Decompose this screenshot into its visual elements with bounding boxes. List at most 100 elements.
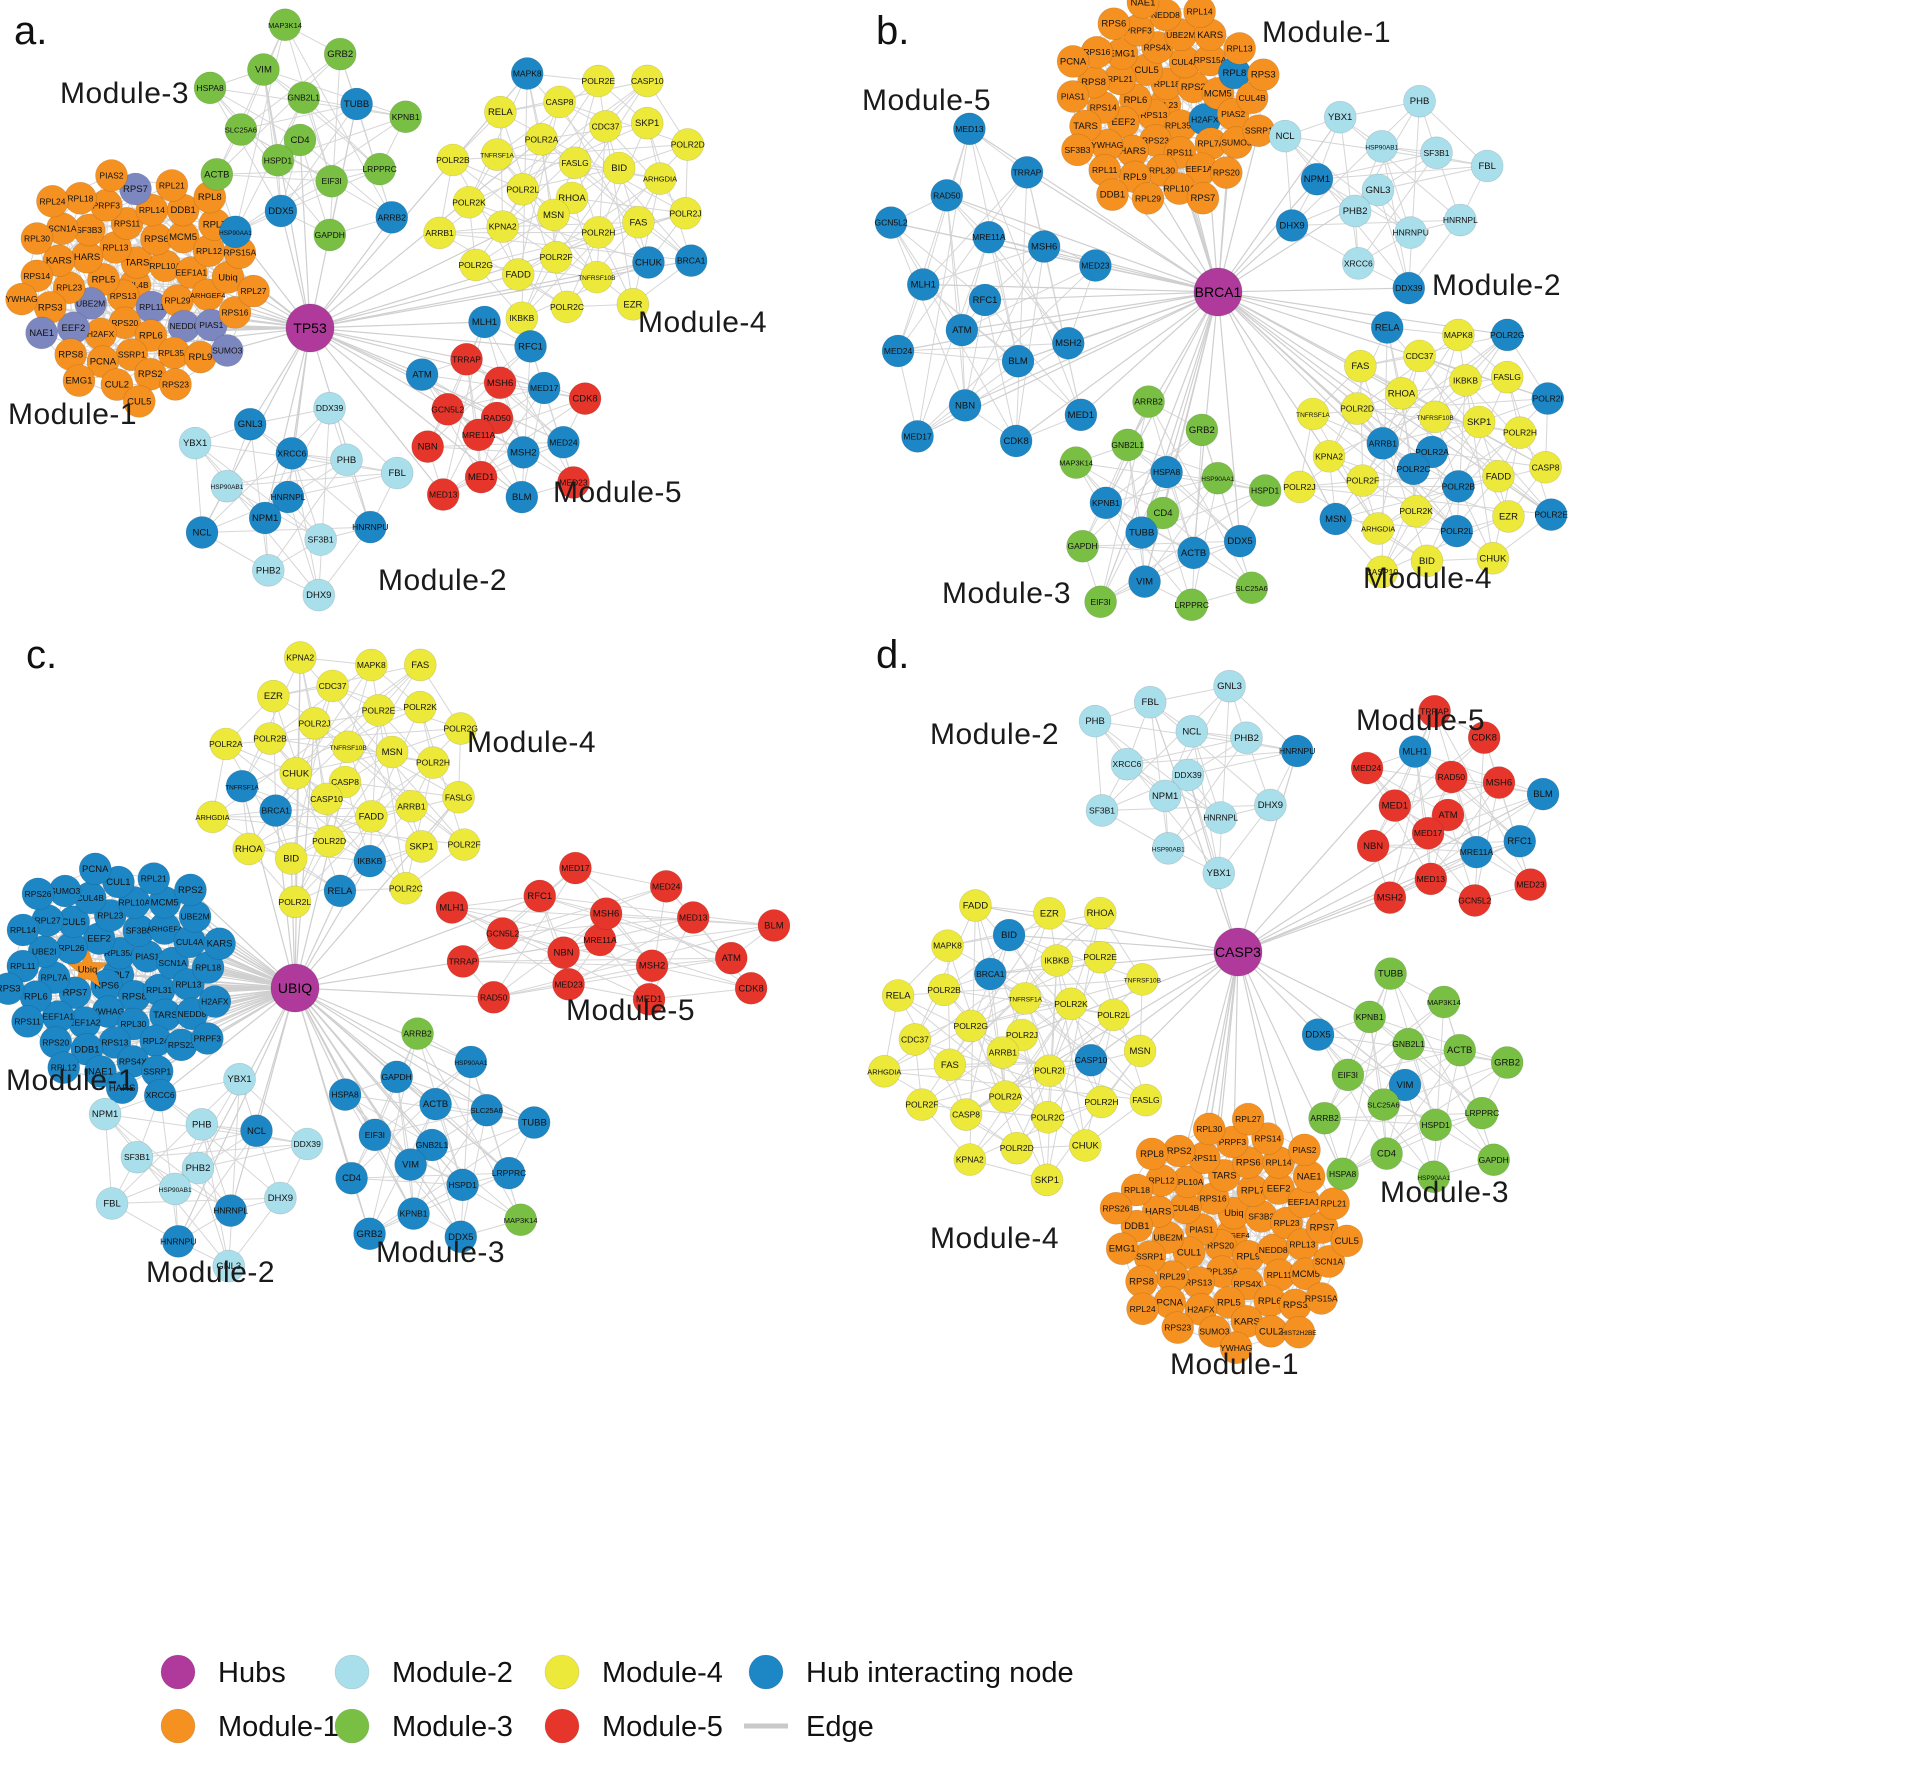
node-YBX1[interactable]: YBX1	[223, 1062, 256, 1096]
node-CHUK[interactable]: CHUK	[632, 246, 665, 279]
node-BLM[interactable]: BLM	[505, 480, 539, 514]
node-circle[interactable]	[1146, 496, 1180, 530]
node-PHB2[interactable]: PHB2	[251, 554, 285, 587]
node-circle[interactable]	[1403, 84, 1436, 118]
node-circle[interactable]	[486, 210, 519, 243]
node-circle[interactable]	[405, 358, 439, 391]
node-circle[interactable]	[1296, 397, 1330, 431]
node-circle[interactable]	[537, 198, 570, 232]
node-MAP3K14[interactable]: MAP3K14	[504, 1203, 538, 1237]
node-CDC37[interactable]: CDC37	[316, 669, 349, 703]
node-circle[interactable]	[582, 216, 615, 249]
node-TUBB[interactable]: TUBB	[517, 1106, 551, 1139]
node-FBL[interactable]: FBL	[380, 456, 414, 490]
node-circle[interactable]	[1341, 247, 1375, 280]
node-MAP3K14[interactable]: MAP3K14	[1059, 446, 1093, 479]
node-MLH1[interactable]: MLH1	[468, 305, 501, 339]
node-circle[interactable]	[1361, 173, 1395, 207]
node-POLR2G[interactable]: POLR2G	[1490, 318, 1525, 352]
node-circle[interactable]	[1534, 498, 1568, 531]
node-circle[interactable]	[602, 151, 636, 185]
node-EMG1[interactable]: EMG1	[62, 364, 96, 397]
node-POLR2D[interactable]: POLR2D	[1340, 392, 1374, 425]
node-circle[interactable]	[210, 469, 244, 503]
node-GCN5L2[interactable]: GCN5L2	[431, 392, 465, 426]
node-FADD[interactable]: FADD	[355, 800, 388, 833]
node-FAS[interactable]: FAS	[933, 1048, 967, 1082]
node-circle[interactable]	[1010, 156, 1044, 189]
node-MAPK8[interactable]: MAPK8	[931, 929, 964, 963]
node-RELA[interactable]: RELA	[323, 874, 357, 908]
node-SF3B1[interactable]: SF3B1	[304, 523, 337, 556]
node-circle[interactable]	[1470, 149, 1504, 183]
node-RHOA[interactable]: RHOA	[1385, 377, 1418, 410]
node-circle[interactable]	[1185, 413, 1219, 447]
node-circle[interactable]	[510, 57, 544, 90]
node-circle[interactable]	[589, 110, 622, 143]
node-circle[interactable]	[968, 283, 1002, 317]
node-circle[interactable]	[175, 256, 208, 289]
node-HSP90AA1[interactable]: HSP90AA1	[454, 1045, 488, 1079]
node-circle[interactable]	[999, 424, 1033, 458]
node-XRCC6[interactable]: XRCC6	[1341, 247, 1375, 280]
node-circle[interactable]	[1096, 178, 1129, 211]
node-MED1[interactable]: MED1	[464, 460, 498, 494]
node-CD4[interactable]: CD4	[283, 123, 317, 157]
node-MED23[interactable]: MED23	[1079, 249, 1112, 282]
node-ACTB[interactable]: ACTB	[1443, 1033, 1477, 1067]
node-circle[interactable]	[643, 162, 677, 195]
node-POLR2E[interactable]: POLR2E	[1534, 498, 1568, 531]
node-circle[interactable]	[874, 206, 908, 239]
node-MED24[interactable]: MED24	[649, 870, 683, 903]
node-POLR2J[interactable]: POLR2J	[669, 196, 702, 230]
node-PIAS2[interactable]: PIAS2	[95, 159, 128, 192]
node-circle[interactable]	[669, 196, 702, 230]
node-circle[interactable]	[1131, 182, 1165, 215]
node-NCL[interactable]: NCL	[1268, 119, 1302, 153]
node-CHUK[interactable]: CHUK	[1069, 1129, 1102, 1162]
node-YBX1[interactable]: YBX1	[1202, 856, 1236, 890]
node-RPL14[interactable]: RPL14	[1183, 0, 1216, 29]
node-GNB2L1[interactable]: GNB2L1	[1392, 1027, 1425, 1061]
node-KARS[interactable]: KARS	[203, 927, 236, 960]
node-MSH6[interactable]: MSH6	[1027, 230, 1061, 263]
node-MSN[interactable]: MSN	[375, 735, 409, 769]
node-MED17[interactable]: MED17	[527, 371, 561, 405]
node-circle[interactable]	[1275, 209, 1309, 242]
node-circle[interactable]	[1128, 565, 1161, 598]
node-NPM1[interactable]: NPM1	[88, 1097, 122, 1131]
node-MSH2[interactable]: MSH2	[1051, 326, 1085, 360]
node-NCL[interactable]: NCL	[240, 1114, 273, 1148]
node-circle[interactable]	[1061, 133, 1094, 167]
node-CHUK[interactable]: CHUK	[1476, 541, 1510, 575]
node-FASLG[interactable]: FASLG	[558, 146, 592, 180]
node-POLR2L[interactable]: POLR2L	[506, 172, 539, 206]
node-circle[interactable]	[1420, 136, 1453, 170]
node-RPL13[interactable]: RPL13	[1223, 32, 1256, 65]
node-ARHGDIA[interactable]: ARHGDIA	[1361, 512, 1395, 545]
node-circle[interactable]	[62, 364, 96, 397]
node-POLR2D[interactable]: POLR2D	[671, 128, 705, 161]
node-circle[interactable]	[881, 334, 915, 368]
node-circle[interactable]	[363, 152, 397, 186]
node-FASLG[interactable]: FASLG	[442, 780, 475, 814]
hub-TP53[interactable]: TP53	[285, 303, 335, 353]
node-NCL[interactable]: NCL	[185, 516, 219, 549]
node-circle[interactable]	[155, 169, 189, 202]
node-POLR2I[interactable]: POLR2I	[1531, 382, 1565, 415]
node-NPM1[interactable]: NPM1	[1300, 162, 1334, 196]
node-TUBB[interactable]: TUBB	[340, 87, 373, 121]
node-CDK8[interactable]: CDK8	[734, 971, 768, 1005]
node-FAS[interactable]: FAS	[622, 205, 655, 239]
node-circle[interactable]	[375, 201, 409, 234]
node-circle[interactable]	[632, 246, 665, 279]
node-FAS[interactable]: FAS	[403, 648, 437, 682]
node-PIAS2[interactable]: PIAS2	[1288, 1133, 1321, 1167]
node-MSN[interactable]: MSN	[1319, 502, 1353, 536]
node-circle[interactable]	[354, 510, 387, 544]
node-circle[interactable]	[1340, 392, 1374, 425]
node-circle[interactable]	[1283, 470, 1316, 504]
node-HSPD1[interactable]: HSPD1	[1419, 1108, 1452, 1142]
node-RAD50[interactable]: RAD50	[930, 179, 964, 212]
node-KPNA2[interactable]: KPNA2	[283, 641, 317, 674]
